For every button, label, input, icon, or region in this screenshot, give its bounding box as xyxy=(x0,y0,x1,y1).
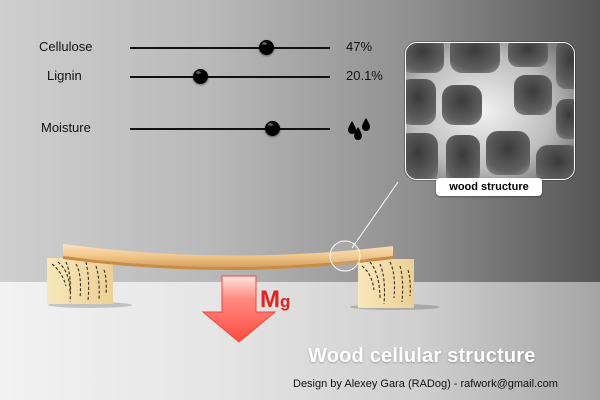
force-label-main: M xyxy=(260,286,280,313)
force-label-sub: g xyxy=(280,292,291,311)
right-support-block xyxy=(358,259,414,308)
lignin-slider-thumb[interactable] xyxy=(193,69,208,84)
credit-line: Design by Alexey Gara (RADog) - rafwork@… xyxy=(293,378,558,390)
wood-structure-microscope-view xyxy=(405,42,575,180)
lignin-slider-row: Lignin 20.1% xyxy=(0,65,600,89)
cellulose-label: Cellulose xyxy=(39,39,93,54)
moisture-slider-row: Moisture xyxy=(0,117,600,141)
cellulose-slider-row: Cellulose 47% xyxy=(0,36,600,60)
cellulose-slider-thumb[interactable] xyxy=(259,40,274,55)
wood-plank xyxy=(63,244,393,270)
cellulose-value: 47% xyxy=(346,39,373,54)
left-support-block xyxy=(47,258,113,304)
wood-structure-label: wood structure xyxy=(436,178,542,196)
moisture-slider-track[interactable] xyxy=(130,121,330,136)
page-title: Wood cellular structure xyxy=(308,345,536,367)
moisture-slider-thumb[interactable] xyxy=(265,121,280,136)
lignin-slider-track[interactable] xyxy=(130,69,330,84)
zoom-circle xyxy=(329,240,361,272)
cellulose-slider-track[interactable] xyxy=(130,40,330,55)
moisture-label: Moisture xyxy=(41,120,91,135)
lignin-label: Lignin xyxy=(47,68,82,83)
water-drops-icon xyxy=(348,118,370,140)
lignin-value: 20.1% xyxy=(346,68,383,83)
cell-structure-image xyxy=(406,43,574,179)
zoom-leader-line xyxy=(351,181,399,249)
force-label: Mg xyxy=(260,286,290,314)
force-arrow xyxy=(201,275,277,343)
